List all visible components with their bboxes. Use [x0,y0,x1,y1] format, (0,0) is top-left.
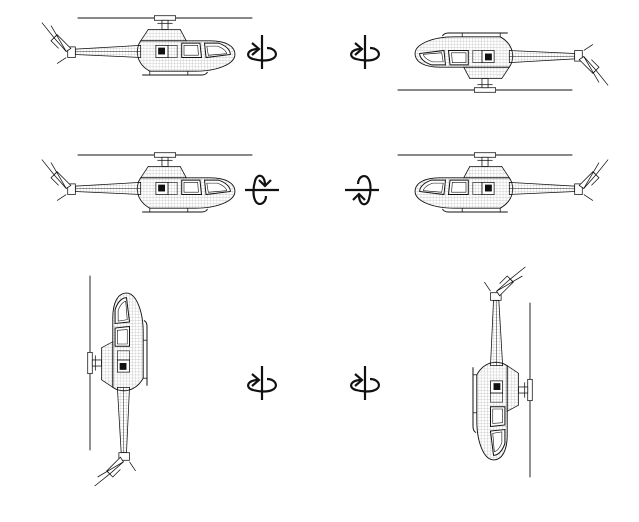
rotation-vertical-axis-icon [247,33,277,71]
helicopter-bottom-left [87,275,148,487]
helicopter-middle-right [397,152,609,213]
helicopter-bottom-right [472,266,533,478]
rotation-vertical-axis-icon [247,364,277,402]
helicopter-top-left [41,15,253,76]
helicopter-top-right [397,32,609,93]
helicopter-middle-left [41,152,253,213]
rotation-horizontal-axis-icon [343,174,381,206]
rotation-vertical-axis-icon [350,364,380,402]
rotation-horizontal-axis-icon [243,174,281,206]
rotation-vertical-axis-icon [350,33,380,71]
